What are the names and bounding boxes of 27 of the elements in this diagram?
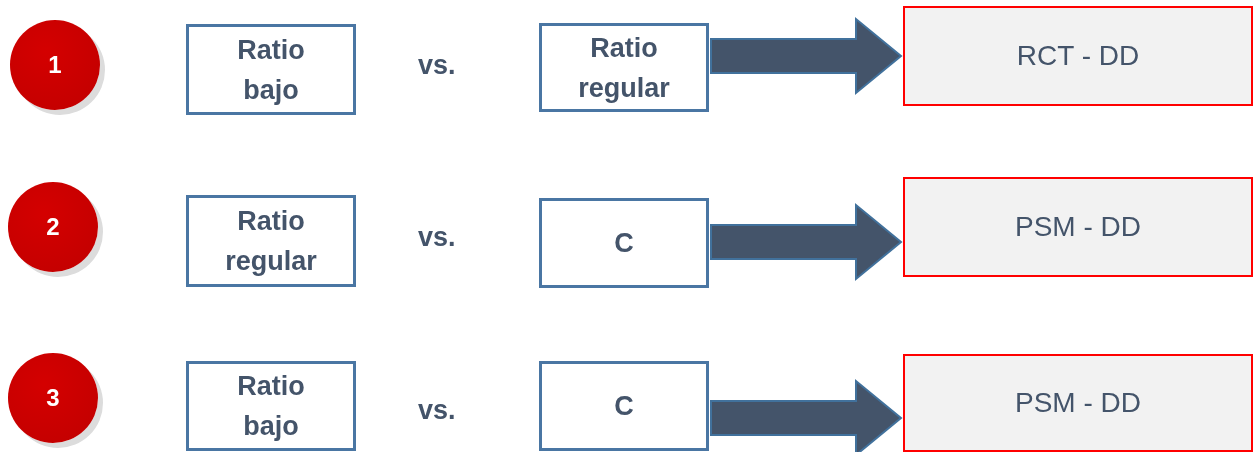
node-text: C [614, 390, 634, 423]
method-box [903, 354, 1253, 452]
option-box [539, 198, 709, 288]
node-text: 2 [46, 213, 60, 241]
node-text: RCT - DD [1016, 40, 1140, 72]
option-box [539, 23, 709, 112]
node-text: 3 [46, 384, 60, 412]
option-box [186, 24, 356, 115]
method-box [903, 177, 1253, 277]
node-text: Ratio regular [577, 31, 671, 105]
block-arrow [710, 378, 903, 452]
option-box [186, 195, 356, 287]
block-arrow [710, 202, 903, 282]
node-text: C [614, 227, 634, 260]
node-text: Ratio regular [224, 205, 318, 278]
option-box [186, 361, 356, 451]
option-box [539, 361, 709, 451]
versus-label: vs. [418, 222, 456, 253]
node-text: 1 [48, 51, 62, 79]
node-text: Ratio bajo [236, 370, 306, 443]
versus-label: vs. [418, 395, 456, 426]
versus-label: vs. [418, 50, 456, 81]
block-arrow [710, 16, 903, 96]
method-box [903, 6, 1253, 106]
node-text: PSM - DD [1015, 211, 1141, 243]
node-text: Ratio bajo [236, 33, 306, 107]
node-text: PSM - DD [1015, 387, 1141, 419]
